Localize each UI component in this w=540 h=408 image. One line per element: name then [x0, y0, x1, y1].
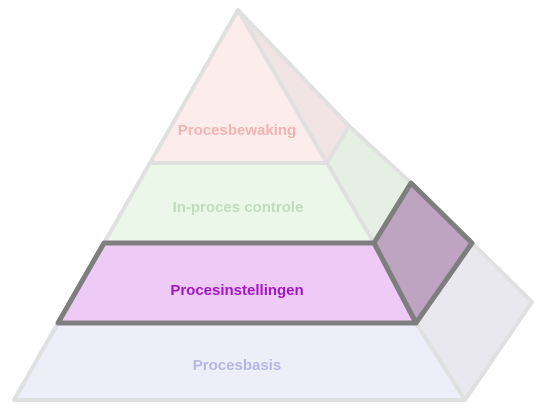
pyramid-layer-procesinstellingen: Procesinstellingen — [55, 180, 475, 326]
layer-front-face — [55, 240, 419, 326]
layer-label-procesinstellingen: Procesinstellingen — [170, 282, 303, 299]
layer-label-procesbasis: Procesbasis — [193, 357, 281, 374]
layer-label-in-proces-controle: In-proces controle — [173, 199, 304, 216]
pyramid-layer-procesbewaking: Procesbewaking — [148, 8, 351, 165]
layer-label-procesbewaking: Procesbewaking — [178, 122, 296, 139]
